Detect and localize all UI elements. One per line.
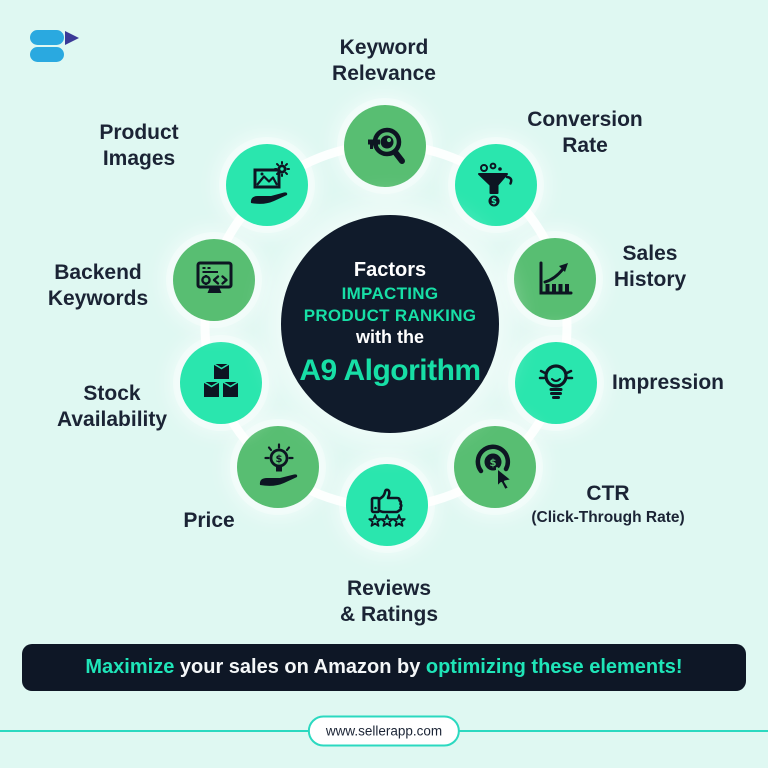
factor-label-impression: Impression — [612, 370, 724, 396]
banner-accent-1: Maximize — [85, 656, 175, 678]
factor-circle-sales-history — [514, 238, 596, 320]
factor-label-text: Stock Availability — [56, 381, 168, 431]
factor-label-text: Keyword Relevance — [332, 35, 436, 85]
factor-circle-keyword-relevance — [344, 105, 426, 187]
website-link[interactable]: www.sellerapp.com — [307, 715, 461, 747]
center-circle: Factors IMPACTING PRODUCT RANKING with t… — [281, 215, 499, 433]
click-coin-icon — [471, 443, 519, 491]
bottom-banner: Maximize your sales on Amazon by optimiz… — [22, 644, 746, 691]
factor-label-text: Price — [183, 508, 235, 532]
key-magnifier-icon — [361, 122, 409, 170]
center-title-line3: PRODUCT RANKING — [303, 305, 477, 325]
factor-circle-reviews-ratings — [346, 464, 428, 546]
logo-bar-top — [30, 30, 64, 45]
factor-label-ctr: CTR (Click-Through Rate) — [531, 481, 684, 527]
factor-circle-conversion-rate — [455, 144, 537, 226]
center-title-line2: IMPACTING — [341, 284, 439, 304]
funnel-dollar-icon — [477, 162, 513, 209]
factor-sublabel-text: (Click-Through Rate) — [531, 508, 685, 526]
factor-label-reviews-ratings: Reviews & Ratings — [340, 576, 438, 628]
thumbs-up-stars-icon — [363, 481, 411, 529]
factor-circle-impression — [515, 342, 597, 424]
factor-circle-backend-keywords — [173, 239, 255, 321]
factor-label-sales-history: Sales History — [614, 241, 686, 293]
banner-accent-2: optimizing these elements! — [425, 656, 683, 678]
price-bulb-hand-icon — [258, 443, 299, 488]
factor-label-product-images: Product Images — [99, 120, 178, 172]
image-hand-icon — [249, 161, 291, 206]
factor-label-keyword-relevance: Keyword Relevance — [332, 35, 436, 87]
lightbulb-icon — [538, 364, 574, 400]
factor-label-stock-availability: Stock Availability — [57, 381, 167, 433]
factor-circle-product-images — [226, 144, 308, 226]
factor-label-text: Impression — [611, 370, 725, 394]
center-title-line1: Factors — [353, 259, 427, 282]
factor-label-text: CTR — [586, 481, 630, 505]
factor-label-text: Reviews & Ratings — [339, 576, 439, 626]
sellerapp-logo — [30, 30, 82, 63]
banner-middle: your sales on Amazon by — [174, 656, 426, 678]
factor-label-conversion-rate: Conversion Rate — [527, 107, 643, 159]
factor-label-backend-keywords: Backend Keywords — [48, 260, 148, 312]
factor-circle-price — [237, 426, 319, 508]
center-title-line5: A9 Algorithm — [299, 354, 481, 388]
factor-circle-stock-availability — [180, 342, 262, 424]
factor-label-text: Product Images — [99, 120, 179, 170]
factor-label-text: Sales History — [613, 241, 687, 291]
factor-circle-ctr — [454, 426, 536, 508]
logo-bar-bottom — [30, 47, 64, 62]
growth-chart-icon — [539, 261, 573, 295]
factor-label-text: Backend Keywords — [47, 260, 149, 310]
boxes-icon — [203, 363, 239, 398]
factor-label-price: Price — [183, 508, 234, 534]
logo-play-triangle-icon — [65, 31, 79, 45]
center-title-line4: with the — [356, 326, 424, 347]
code-monitor-icon — [196, 261, 233, 295]
factor-label-text: Conversion Rate — [527, 107, 643, 157]
